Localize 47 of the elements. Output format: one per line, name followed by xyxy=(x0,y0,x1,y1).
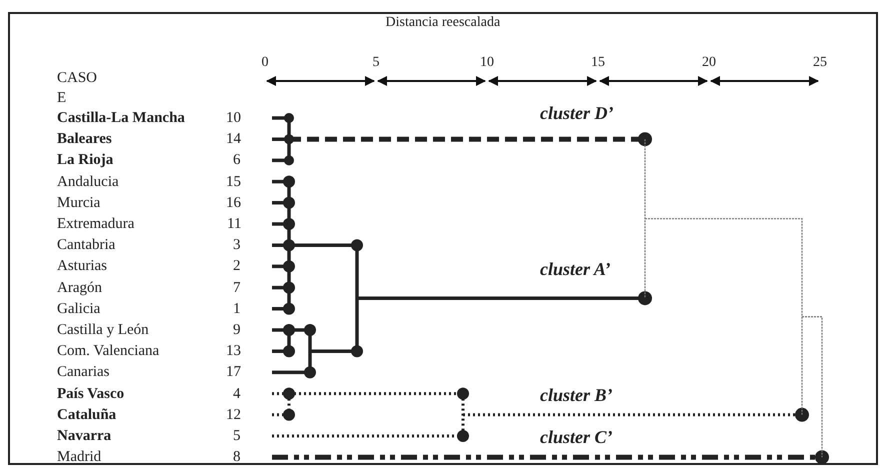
tick-label: 5 xyxy=(372,54,380,72)
case-number: 14 xyxy=(226,130,241,148)
case-name: Extremadura xyxy=(57,215,134,233)
case-number: 3 xyxy=(233,236,240,254)
column-header: CASO xyxy=(57,69,98,87)
case-number: 12 xyxy=(226,406,241,424)
case-number: 1 xyxy=(233,300,240,318)
case-name: Madrid xyxy=(57,448,102,466)
case-name: Asturias xyxy=(57,257,107,276)
case-number: 16 xyxy=(226,194,241,212)
case-number: 15 xyxy=(226,172,241,191)
case-number: 7 xyxy=(233,278,240,297)
tick-label: 10 xyxy=(480,54,494,72)
cluster-label: cluster B’ xyxy=(540,386,613,404)
case-number: 17 xyxy=(226,363,241,382)
case-number: 9 xyxy=(233,321,240,339)
cluster-label: cluster D’ xyxy=(540,104,614,122)
tick-label: 0 xyxy=(262,54,268,72)
case-number: 10 xyxy=(226,109,241,127)
case-name: Castilla-La Mancha xyxy=(57,109,185,127)
tick-label: 20 xyxy=(702,54,716,72)
case-number: 13 xyxy=(226,342,241,360)
case-name: Murcia xyxy=(57,194,100,212)
tick-label: 15 xyxy=(591,54,605,72)
case-name: Aragón xyxy=(57,278,102,297)
case-name: Galicia xyxy=(57,300,100,318)
cluster-label: cluster A’ xyxy=(540,260,610,278)
case-number: 11 xyxy=(227,215,242,233)
column-header: E xyxy=(57,89,66,107)
tick-label: 25 xyxy=(813,54,827,72)
case-name: País Vasco xyxy=(57,384,124,403)
axis-title: Distancia reescalada xyxy=(386,14,500,32)
case-name: Cantabria xyxy=(57,236,116,254)
cluster-label: cluster C’ xyxy=(540,428,613,446)
case-name: Castilla y León xyxy=(57,321,149,339)
case-name: Baleares xyxy=(57,130,112,148)
case-number: 6 xyxy=(233,151,240,170)
case-number: 2 xyxy=(233,257,240,276)
case-name: Navarra xyxy=(57,427,112,445)
case-number: 5 xyxy=(233,427,240,445)
case-number: 4 xyxy=(233,384,240,403)
case-name: Com. Valenciana xyxy=(57,342,160,360)
case-name: Cataluña xyxy=(57,406,116,424)
case-name: La Rioja xyxy=(57,151,114,170)
case-name: Canarias xyxy=(57,363,110,382)
case-name: Andalucia xyxy=(57,172,119,191)
case-number: 8 xyxy=(233,448,240,466)
